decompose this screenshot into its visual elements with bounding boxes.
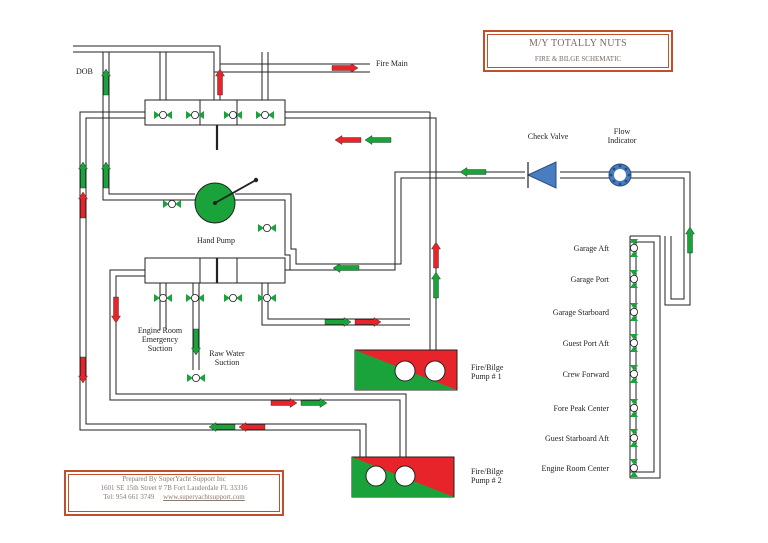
check-valve-symbol[interactable] xyxy=(526,161,557,189)
dob-label: DOB xyxy=(76,67,93,76)
vessel-name: M/Y TOTALLY NUTS xyxy=(529,38,627,49)
hand-pump-label: Hand Pump xyxy=(197,236,235,245)
suction-label: Fore Peak Center xyxy=(553,404,609,413)
schematic-title: FIRE & BILGE SCHEMATIC xyxy=(534,55,622,63)
flow-indicator-symbol xyxy=(608,163,632,187)
pump-2-label: Fire/Bilge Pump # 2 xyxy=(471,467,504,486)
prepared-by-box: Prepared By SuperYacht Support Inc 1601 … xyxy=(64,470,284,516)
fire-bilge-pump-1[interactable] xyxy=(354,349,458,391)
suction-label: Crew Forward xyxy=(562,370,609,379)
suction-label: Engine Room Center xyxy=(541,464,609,473)
fire-main-label: Fire Main xyxy=(376,59,408,68)
pump-1-label: Fire/Bilge Pump # 1 xyxy=(471,363,504,382)
contact-line: Tel: 954 661 3749 www.superyachtsupport.… xyxy=(66,493,282,502)
prepared-by-line: Prepared By SuperYacht Support Inc xyxy=(122,475,226,483)
flow-indicator-label: Flow Indicator xyxy=(607,127,637,146)
valves[interactable] xyxy=(153,110,639,478)
phone-text: Tel: 954 661 3749 xyxy=(103,493,155,502)
raw-water-suction-label: Raw Water Suction xyxy=(209,349,245,368)
title-box: M/Y TOTALLY NUTS FIRE & BILGE SCHEMATIC xyxy=(483,30,673,72)
suction-label: Guest Starboard Aft xyxy=(545,434,609,443)
check-valve-label: Check Valve xyxy=(527,132,569,141)
engine-room-emergency-suction-label: Engine Room Emergency Suction xyxy=(137,326,183,354)
suction-label: Garage Aft xyxy=(573,244,609,253)
suction-label: Garage Port xyxy=(570,275,609,284)
fire-bilge-pump-2[interactable] xyxy=(351,456,455,498)
hand-pump[interactable] xyxy=(194,125,259,283)
website-link[interactable]: www.superyachtsupport.com xyxy=(163,493,245,502)
pipe-network xyxy=(73,45,691,479)
address-line: 1601 SE 15th Street # 7B Fort Lauderdale… xyxy=(100,484,248,493)
suction-label: Garage Starboard xyxy=(552,308,609,317)
suction-label: Guest Port Aft xyxy=(562,339,609,348)
